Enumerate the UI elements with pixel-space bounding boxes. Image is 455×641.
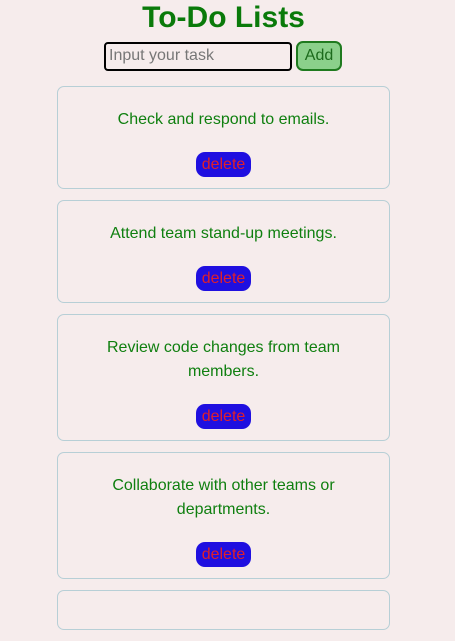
task-form: Add [104,41,342,71]
list-item-partial [57,590,390,630]
add-button[interactable]: Add [296,41,342,71]
delete-button[interactable]: delete [196,404,251,429]
task-list: Check and respond to emails. delete Atte… [57,86,390,641]
list-item: Review code changes from team members. d… [57,314,390,441]
task-text: Collaborate with other teams or departme… [112,477,335,518]
task-text: Attend team stand-up meetings. [110,225,337,242]
list-item: Collaborate with other teams or departme… [57,452,390,579]
task-input[interactable] [104,41,292,71]
list-item: Attend team stand-up meetings. delete [57,200,390,303]
task-text: Check and respond to emails. [117,111,330,128]
delete-button[interactable]: delete [196,542,251,567]
task-text: Review code changes from team members. [107,339,340,380]
list-item: Check and respond to emails. delete [57,86,390,189]
delete-button[interactable]: delete [196,152,251,177]
page-title: To-Do Lists [142,1,305,34]
delete-button[interactable]: delete [196,266,251,291]
